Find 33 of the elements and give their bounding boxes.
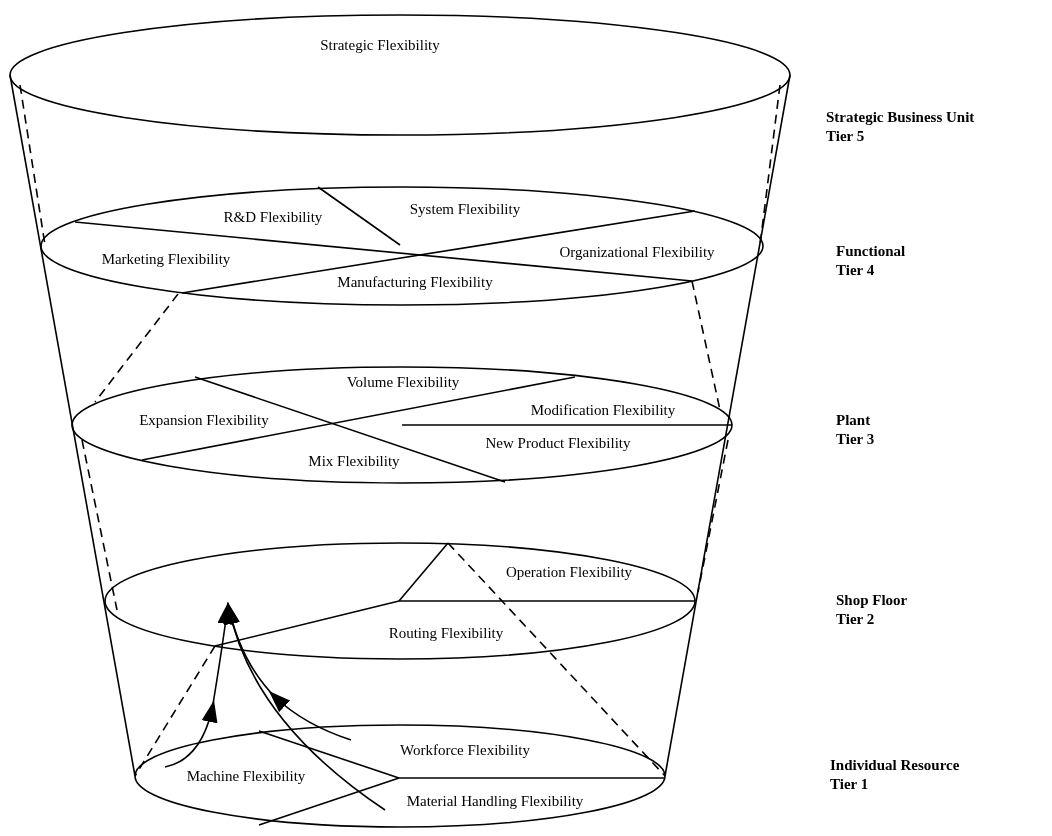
tier-ellipse bbox=[135, 725, 665, 827]
flexibility-label: Manufacturing Flexibility bbox=[305, 273, 525, 291]
tier-ellipse bbox=[72, 367, 732, 483]
flexibility-label: Marketing Flexibility bbox=[86, 250, 246, 268]
tier-ellipse bbox=[10, 15, 790, 135]
tier-label: Tier 1 bbox=[830, 775, 870, 794]
level-label: Shop Floor bbox=[836, 591, 908, 610]
tier-label: Tier 4 bbox=[836, 261, 876, 280]
flexibility-label: System Flexibility bbox=[395, 200, 535, 218]
flexibility-label: Mix Flexibility bbox=[299, 452, 409, 470]
flexibility-label: Material Handling Flexibility bbox=[378, 792, 612, 810]
curved-arrow bbox=[224, 602, 386, 811]
flexibility-label: Modification Flexibility bbox=[503, 401, 703, 419]
curved-arrow bbox=[164, 602, 232, 768]
flexibility-label: R&D Flexibility bbox=[213, 208, 333, 226]
flexibility-label: Expansion Flexibility bbox=[119, 411, 289, 429]
tier-label: Tier 5 bbox=[826, 127, 866, 146]
flexibility-label: Operation Flexibility bbox=[479, 563, 659, 581]
flexibility-label: Organizational Flexibility bbox=[537, 243, 737, 261]
flexibility-label: Machine Flexibility bbox=[165, 758, 327, 794]
level-label: Strategic Business Unit bbox=[826, 108, 975, 127]
tier-ellipse bbox=[105, 543, 695, 659]
flexibility-label: New Product Flexibility bbox=[458, 434, 658, 452]
flexibility-label: Routing Flexibility bbox=[371, 624, 521, 642]
level-label: Functional bbox=[836, 242, 906, 261]
flexibility-label: Volume Flexibility bbox=[328, 373, 478, 391]
tier-label: Tier 2 bbox=[836, 610, 876, 629]
level-label: Individual Resource bbox=[830, 756, 960, 775]
tier-ellipse bbox=[41, 187, 763, 305]
flexibility-label: Workforce Flexibility bbox=[351, 740, 579, 760]
flexibility-label: Strategic Flexibility bbox=[290, 36, 470, 54]
tier-label: Tier 3 bbox=[836, 430, 875, 449]
level-label: Plant bbox=[836, 411, 872, 430]
